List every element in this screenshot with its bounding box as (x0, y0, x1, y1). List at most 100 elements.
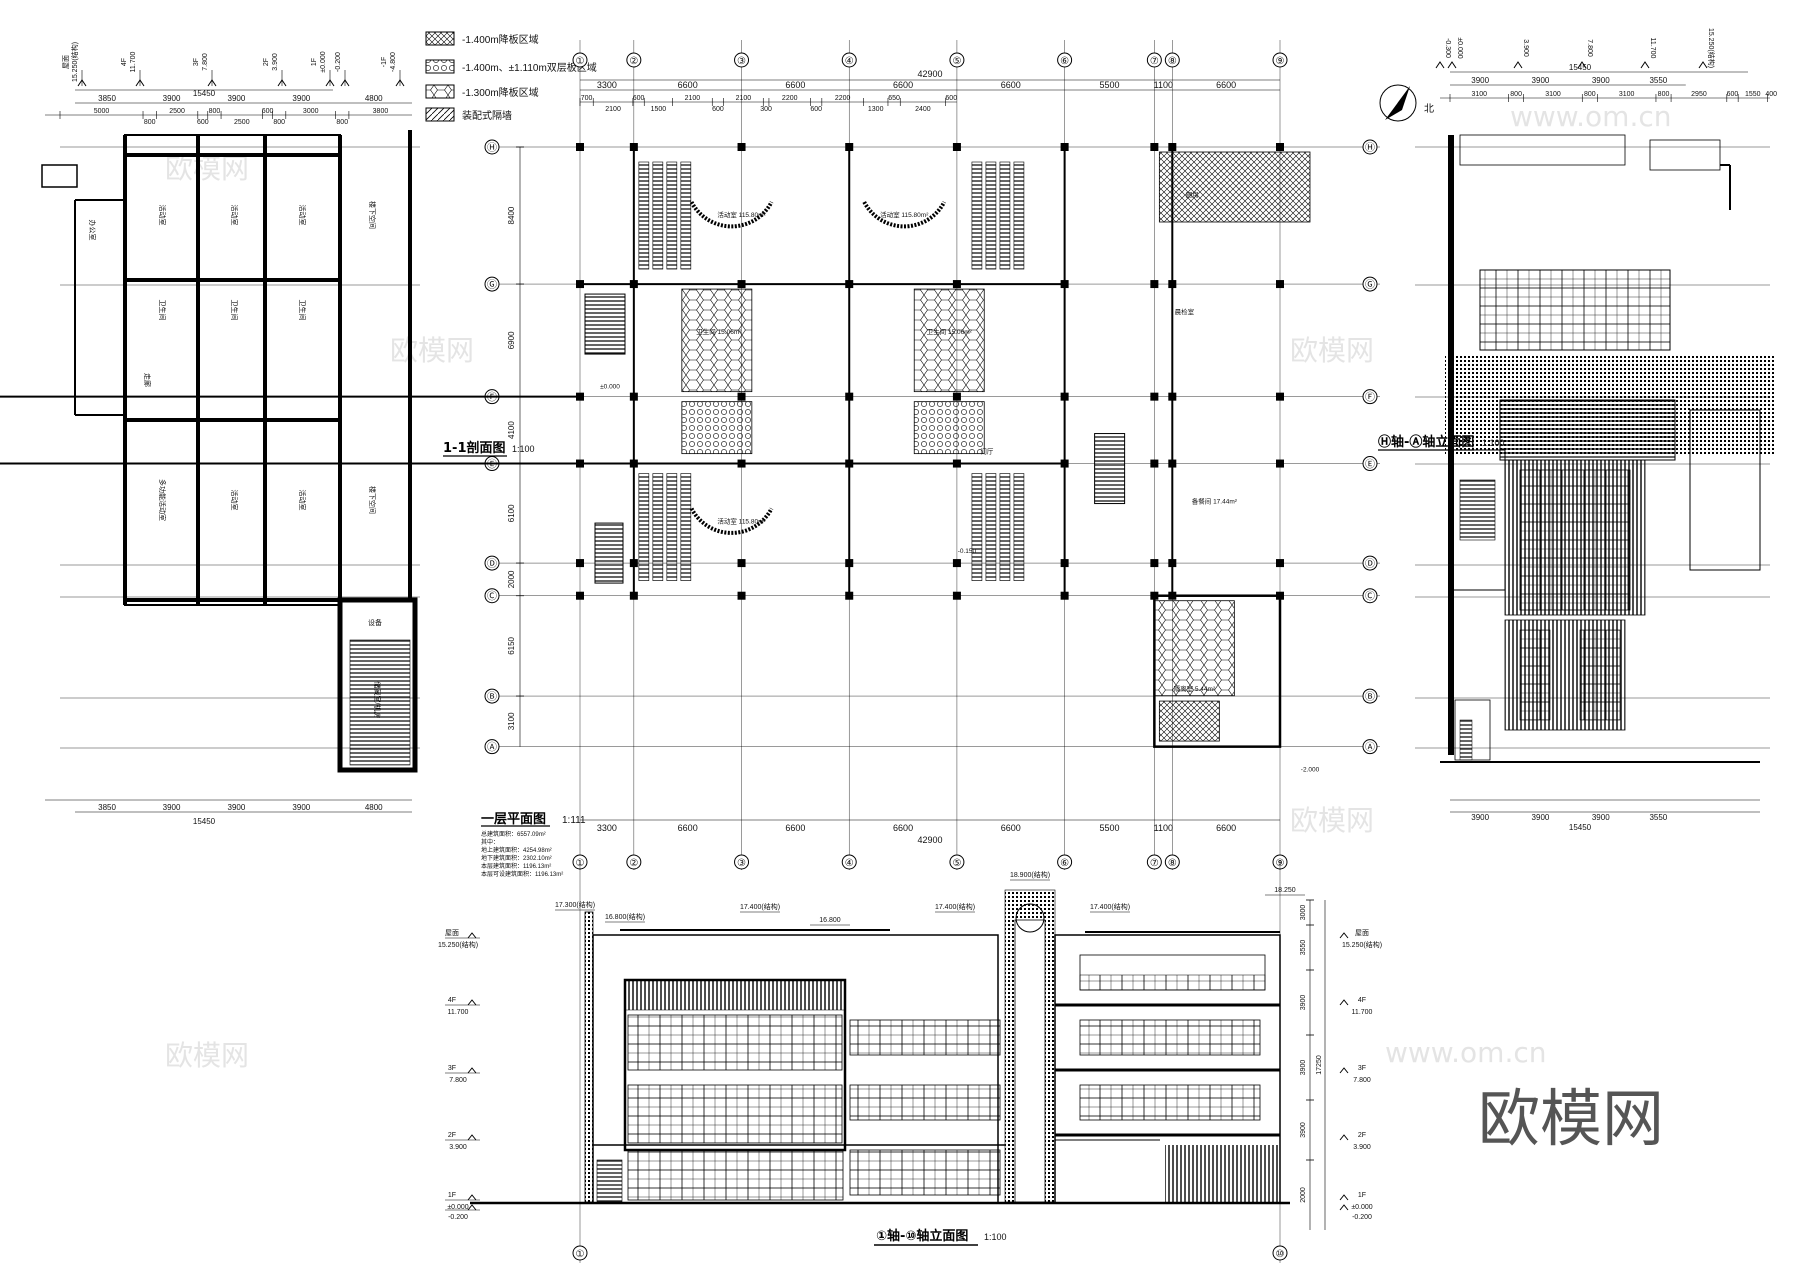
dimension-label: 700 (581, 95, 593, 102)
dimension-label: 6100 (507, 504, 516, 522)
room-label: 储藏室/机房 (373, 682, 382, 719)
floor-name: 3F (1358, 1065, 1366, 1072)
grid-label: ② (629, 858, 638, 869)
grid-bubble (841, 854, 857, 870)
grid-label: Ⓓ (487, 558, 497, 570)
level-triangle (77, 79, 87, 87)
cad-rect (1649, 139, 1721, 171)
level-triangle (1577, 61, 1587, 69)
level-triangle (467, 1067, 477, 1074)
cad-rect (1459, 479, 1496, 541)
dimension-label: 1100 (1154, 80, 1173, 90)
bed-row (985, 473, 997, 581)
bed-row (971, 473, 983, 581)
room-label: 卫生间 15.06m² (696, 327, 742, 336)
bed-row (638, 161, 650, 270)
bed-row (666, 473, 678, 581)
bed-row (680, 473, 692, 581)
level-value: 3.900 (1353, 1144, 1371, 1151)
level-triangle (467, 1194, 477, 1201)
level-triangle (467, 932, 477, 939)
room-label: 活动室 115.80m² (717, 210, 766, 219)
window-band (1079, 1084, 1261, 1121)
grid-bubble (1057, 854, 1073, 870)
area-note: 本层建筑面积：1196.13m² (481, 862, 551, 870)
hatch-legend: -1.400m降板区域 -1.400m、±1.110m双层板区域 -1.300m… (425, 31, 597, 122)
right-elevation-scale: 1:100 (1482, 438, 1505, 448)
dimension-label: 800 (209, 108, 221, 115)
dimension-label: 8400 (507, 206, 516, 224)
grid-label: Ⓔ (1365, 459, 1375, 471)
grid-bubble (1272, 52, 1288, 68)
window-band (1479, 269, 1671, 351)
column (576, 143, 584, 151)
dimension-label: 1100 (1154, 823, 1173, 833)
dimension-label: 6600 (1001, 823, 1021, 833)
dimension-label: 3900 (163, 803, 181, 812)
level-value: 11.700 (130, 51, 137, 72)
room-label: 卫生间 15.06m² (927, 327, 973, 336)
grid-bubble (626, 854, 642, 870)
room-label: 活动室 (298, 490, 307, 511)
level-value: -0.300 (1444, 38, 1451, 58)
legend-label: -1.300m降板区域 (462, 86, 539, 99)
room-label: 走廊 (143, 373, 152, 387)
level-value: 7.800 (1353, 1077, 1371, 1084)
room-label: 活动室 (230, 490, 239, 511)
total-dimension: 15450 (193, 89, 216, 98)
grid-bubble (484, 276, 500, 292)
dimension-label: 3550 (1649, 813, 1667, 822)
dimension-label: 6150 (507, 636, 516, 654)
dimension-label: 3800 (373, 108, 389, 115)
dimension-label: 300 (760, 106, 772, 113)
dimension-label: 2500 (234, 119, 250, 126)
hatched-area (913, 288, 985, 393)
floor-name: 4F (448, 997, 456, 1004)
grid-bubble (1272, 1245, 1288, 1261)
level-triangle (1640, 61, 1650, 69)
cad-rect (1579, 629, 1621, 721)
bed-row (680, 161, 692, 270)
window-band-1f (627, 1149, 844, 1201)
level-value: 7.800 (1586, 39, 1593, 57)
level-value: -0.200 (335, 52, 342, 72)
grid-label: ⑨ (1276, 56, 1285, 67)
column (952, 591, 961, 600)
grid-bubble (734, 52, 750, 68)
dimension-label: 800 (1584, 91, 1596, 98)
dimension-label: 2400 (915, 106, 931, 113)
column (576, 591, 584, 600)
total-dimension: 17250 (1316, 1055, 1323, 1075)
dimension-label: 1550 (1745, 91, 1761, 98)
column (1150, 280, 1159, 289)
dimension-label: 3100 (1471, 91, 1487, 98)
dimension-label: 2100 (685, 95, 701, 102)
hatched-area (913, 401, 985, 455)
watermark-site: www.om.cn (1510, 100, 1671, 133)
level-value: 17.400(结构) (1090, 902, 1130, 911)
level-triangle (1698, 61, 1708, 69)
level-triangle (1435, 61, 1445, 69)
level-triangle (207, 79, 217, 87)
window-band (1079, 1019, 1261, 1056)
column (1276, 591, 1284, 600)
column (1276, 280, 1284, 289)
legend-item: -1.300m降板区域 (425, 84, 539, 99)
side-volume (1689, 409, 1761, 571)
room-label: -0.150 (958, 548, 977, 555)
room-label: 隔离室 5.44m² (1174, 684, 1216, 693)
room-label: -2.000 (1301, 767, 1320, 774)
column (576, 559, 584, 568)
total-dimension: 15450 (1569, 823, 1592, 832)
grid-label: Ⓒ (1365, 591, 1375, 603)
dimension-label: 3900 (1532, 76, 1550, 85)
grid-bubble (1146, 52, 1162, 68)
dimension-label: 4800 (365, 94, 383, 103)
dimension-label: 800 (336, 119, 348, 126)
dimension-label: 3900 (1471, 76, 1489, 85)
dimension-label: 3300 (597, 823, 617, 833)
dimension-label: 2100 (605, 106, 621, 113)
dimension-label: 6600 (1001, 80, 1021, 90)
